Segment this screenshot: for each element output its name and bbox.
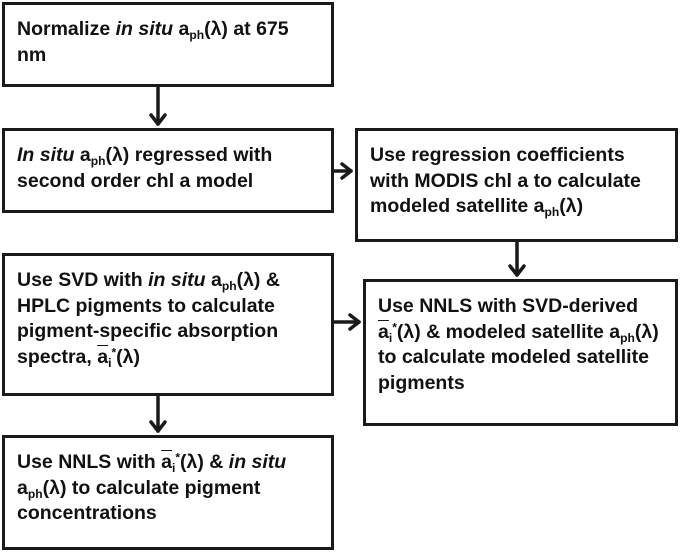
svd-text-italic: in situ	[148, 269, 206, 291]
step-coefficients-box: Use regression coefficients with MODIS c…	[355, 128, 678, 242]
coefficients-subscript: ph	[544, 205, 560, 220]
normalize-text-italic: in situ	[115, 18, 174, 40]
nnls-insitu-subscript-ph: ph	[27, 486, 43, 501]
nnls-insitu-text-3: a	[17, 476, 28, 499]
normalize-subscript: ph	[189, 28, 205, 43]
svd-subscript-ph: ph	[221, 279, 237, 294]
nnls-insitu-text-2: (λ) &	[180, 451, 229, 473]
normalize-text-2: a	[173, 18, 190, 40]
normalize-text-3: (λ) at 675 nm	[17, 18, 289, 66]
arrow-coefficients-to-nnls-satellite	[508, 241, 526, 277]
nnls-satellite-abar: a	[378, 320, 389, 343]
arrow-normalize-to-regress	[149, 86, 167, 126]
nnls-satellite-subscript-ph: ph	[620, 330, 635, 345]
regress-text-2: (λ) regressed with second order chl a mo…	[17, 144, 273, 192]
svd-superscript: *	[111, 345, 117, 360]
step-regress-box: In situ aph(λ) regressed with second ord…	[2, 128, 334, 213]
nnls-satellite-text-3: (λ) to calculate modeled satellite pigme…	[378, 320, 659, 395]
nnls-insitu-abar: a	[161, 451, 172, 473]
nnls-insitu-subscript-i: i	[171, 461, 176, 476]
svd-text-2: a	[205, 269, 222, 291]
regress-text-1: a	[74, 144, 91, 166]
coefficients-text-2: (λ)	[559, 195, 584, 218]
step-nnls-insitu-box: Use NNLS with ai*(λ) & in situ aph(λ) to…	[2, 435, 334, 550]
step-normalize-box: Normalize in situ aph(λ) at 675 nm	[2, 2, 334, 87]
nnls-insitu-text-1: Use NNLS with	[17, 451, 162, 473]
nnls-satellite-text-1: Use NNLS with SVD-derived	[378, 295, 639, 317]
arrow-svd-to-nnls-insitu	[149, 395, 167, 433]
arrow-svd-to-nnls-satellite	[333, 313, 361, 331]
step-svd-box: Use SVD with in situ aph(λ) & HPLC pigme…	[2, 253, 334, 396]
svd-text-1: Use SVD with	[17, 269, 149, 291]
nnls-insitu-text-4: (λ) to calculate pigment concentrations	[17, 476, 261, 525]
regress-text-italic: In situ	[17, 144, 75, 166]
nnls-satellite-superscript: *	[392, 320, 397, 335]
svd-subscript-i: i	[108, 356, 112, 371]
step-nnls-satellite-box: Use NNLS with SVD-derived ai*(λ) & model…	[363, 279, 678, 426]
svd-text-3: (λ) & HPLC pigments to calculate pigment…	[17, 269, 280, 369]
nnls-satellite-subscript-i: i	[388, 330, 393, 345]
coefficients-text-1: Use regression coefficients with MODIS c…	[370, 144, 641, 218]
nnls-insitu-superscript: *	[175, 450, 181, 465]
normalize-text-1: Normalize	[17, 18, 116, 40]
svd-abar: a	[97, 346, 109, 369]
nnls-satellite-text-2: (λ) & modeled satellite a	[396, 320, 621, 343]
nnls-insitu-text-italic: in situ	[228, 451, 287, 473]
regress-subscript: ph	[90, 154, 106, 169]
svd-text-4: (λ)	[116, 346, 140, 369]
arrow-regress-to-coefficients	[333, 162, 353, 180]
